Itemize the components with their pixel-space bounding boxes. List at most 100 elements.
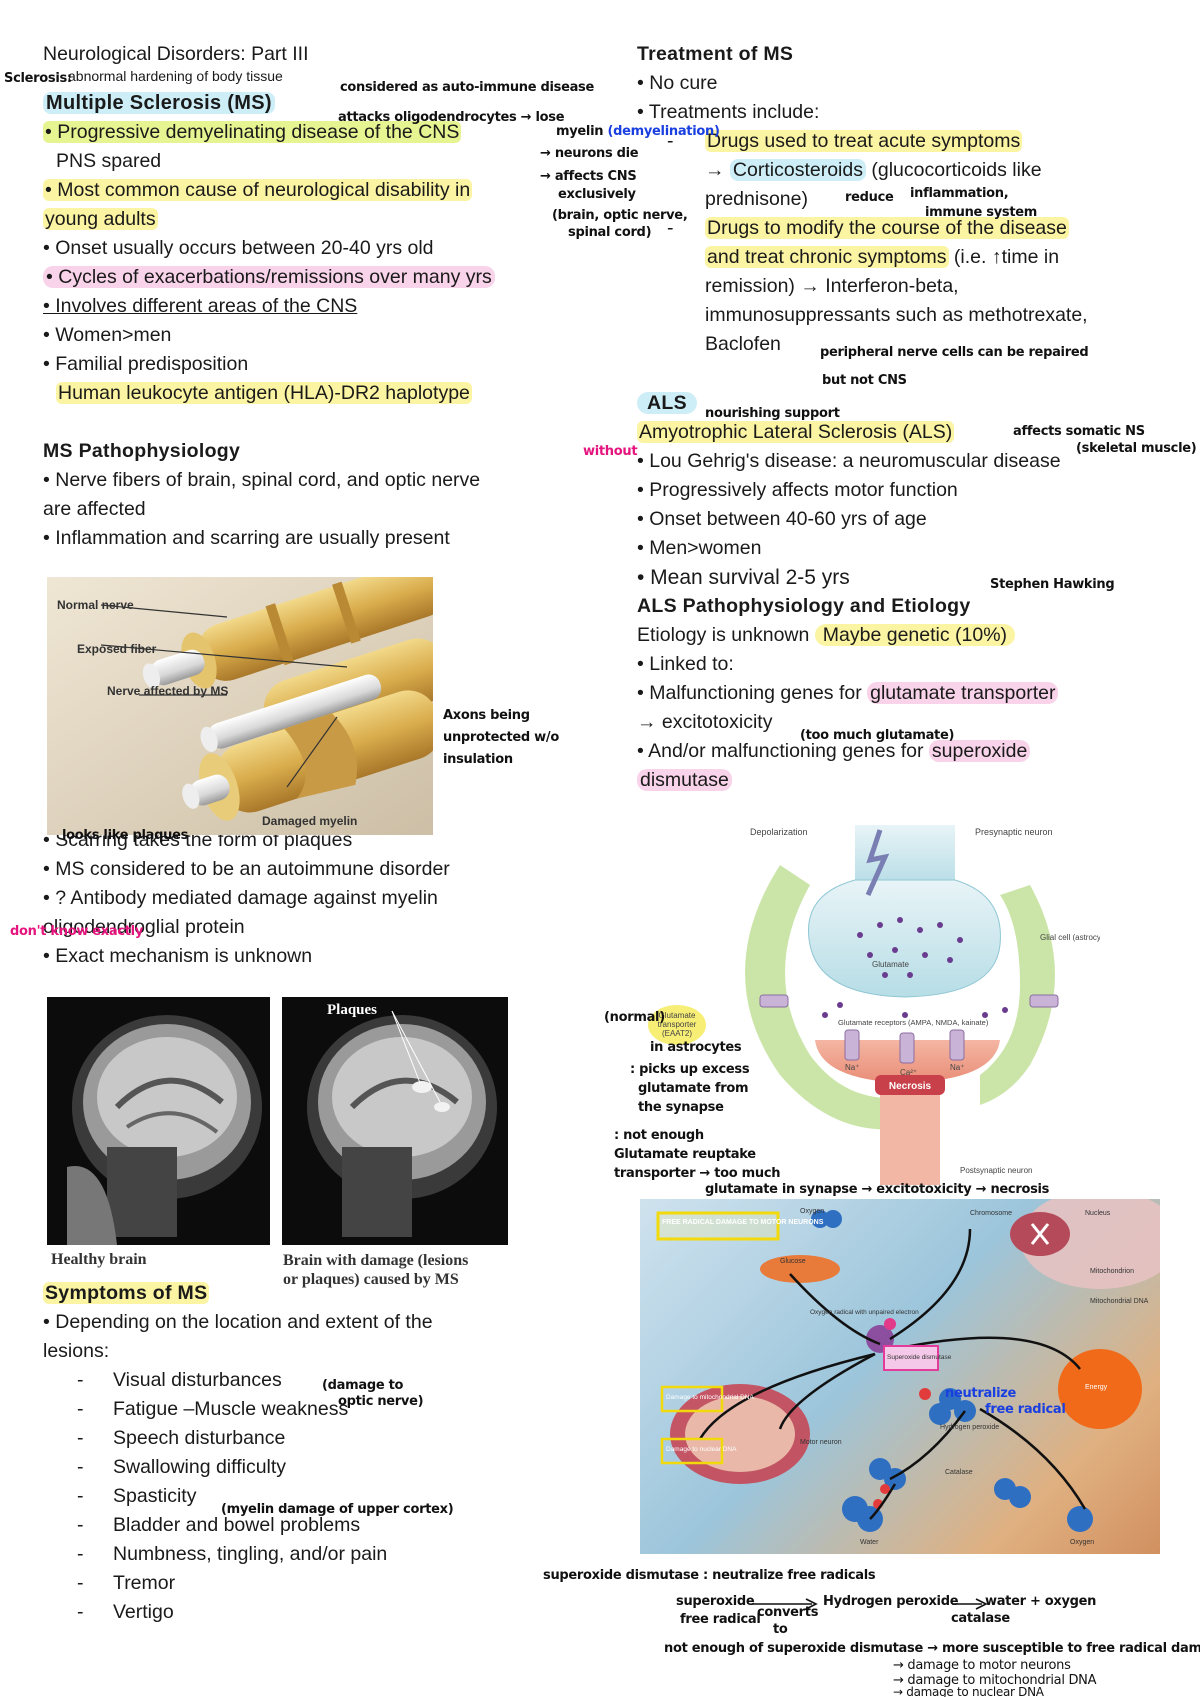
note-neutralize: neutralize xyxy=(945,1386,1017,1401)
fr-sod-label: Superoxide dismutase xyxy=(887,1354,952,1361)
note-normal: (normal) xyxy=(604,1010,665,1025)
receptors-label: Glutamate receptors (AMPA, NMDA, kainate… xyxy=(838,1018,989,1027)
note-axons: Axons being xyxy=(443,708,530,723)
note-autoimmune: considered as auto-immune disease xyxy=(340,80,595,95)
fr-water: Water xyxy=(860,1539,879,1546)
note-sod-neutralize: superoxide dismutase : neutralize free r… xyxy=(543,1568,876,1583)
ms-bullet-1: • Progressive demyelinating disease of t… xyxy=(43,121,462,143)
ms-bullet-4: • Onset usually occurs between 20-40 yrs… xyxy=(43,237,434,259)
symptom-item: -Vertigo xyxy=(77,1601,174,1623)
note-neurons-die: → neurons die xyxy=(540,146,639,161)
note-immune: immune system xyxy=(925,205,1038,220)
sclerosis-definition: abnormal hardening of body tissue xyxy=(68,68,283,84)
fr-nucleus: Nucleus xyxy=(1085,1210,1111,1217)
fr-box-title: FREE RADICAL DAMAGE TO MOTOR NEURONS xyxy=(662,1219,824,1226)
als-heading: ALS xyxy=(637,392,697,414)
doc-title: Neurological Disorders: Part III xyxy=(43,43,309,65)
depolarization-label: Depolarization xyxy=(750,827,808,837)
als-patho-heading: ALS Pathophysiology and Etiology xyxy=(637,595,971,617)
note-myelin-damage: (myelin damage of upper cortex) xyxy=(221,1502,454,1517)
ca-label: Ca²⁺ xyxy=(900,1068,917,1077)
note-dmg-mito: → damage to mitochondrial DNA xyxy=(893,1673,1097,1688)
note-not-enough-4: glutamate in synapse → excitotoxicity → … xyxy=(705,1182,1050,1197)
als-bullet-4: • Men>women xyxy=(637,537,762,559)
note-picks-2: glutamate from xyxy=(638,1081,749,1096)
note-picks-3: the synapse xyxy=(638,1100,724,1115)
patho2-bullet-2: • MS considered to be an autoimmune diso… xyxy=(43,858,450,880)
note-peripheral: peripheral nerve cells can be repaired xyxy=(820,345,1089,360)
ms-bullet-8: • Familial predisposition xyxy=(43,353,249,375)
free-radical-svg: FREE RADICAL DAMAGE TO MOTOR NEURONS Sup… xyxy=(656,1199,1160,1546)
fr-oxygen-2: Oxygen xyxy=(1070,1539,1094,1546)
superoxide: superoxide xyxy=(928,740,1031,762)
symptoms-heading: Symptoms of MS xyxy=(43,1282,210,1304)
mri-caption-damaged: Brain with damage (lesions or plaques) c… xyxy=(283,1252,469,1288)
treatments-include: • Treatments include: xyxy=(637,101,820,123)
patho-bullet-1: • Nerve fibers of brain, spinal cord, an… xyxy=(43,469,481,491)
glutamate-transporter: glutamate transporter xyxy=(867,682,1059,704)
right-column: Treatment of MS • No cure • Treatments i… xyxy=(637,40,1157,795)
note-exclusively: exclusively xyxy=(558,187,636,202)
nerve-affected-label: Nerve affected by MS xyxy=(107,684,228,698)
synapse-svg: Necrosis Depolarization Presynaptic neur… xyxy=(745,825,1100,1185)
ms-bullet-2: PNS spared xyxy=(56,150,162,172)
mri-caption-healthy: Healthy brain xyxy=(51,1251,147,1268)
symptom-item: -Spasticity xyxy=(77,1485,197,1507)
glutamate-label: Glutamate xyxy=(872,960,909,969)
note-superoxide-2: free radical xyxy=(680,1612,761,1627)
note-somatic: affects somatic NS xyxy=(1013,424,1145,439)
corticosteroids: Corticosteroids xyxy=(729,159,866,181)
note-inflammation: inflammation, xyxy=(910,186,1009,201)
als-bullet-1: • Lou Gehrig's disease: a neuromuscular … xyxy=(637,450,1061,472)
mri-damaged-image: Plaques xyxy=(282,997,508,1245)
symptoms-intro-2: lesions: xyxy=(43,1340,110,1362)
na-label-1: Na⁺ xyxy=(845,1063,859,1072)
note-brain-optic: (brain, optic nerve, xyxy=(552,208,688,223)
patho-bullet-2: • Inflammation and scarring are usually … xyxy=(43,527,450,549)
note-not-enough-3: transporter → too much xyxy=(614,1166,781,1181)
symptom-item: -Bladder and bowel problems xyxy=(77,1514,361,1536)
note-not-enough-2: Glutamate reuptake xyxy=(614,1147,756,1162)
ms-bullet-3: • Most common cause of neurological disa… xyxy=(43,179,473,201)
note-spinal: spinal cord) xyxy=(568,225,652,240)
note-unprotected: unprotected w/o xyxy=(443,730,559,745)
note-damage-optic-1: (damage to xyxy=(322,1378,404,1393)
excitotoxicity: → excitotoxicity xyxy=(637,711,773,733)
note-free-radical: free radical xyxy=(985,1402,1066,1417)
treatment-heading: Treatment of MS xyxy=(637,43,794,65)
note-in-astrocytes: in astrocytes xyxy=(650,1040,742,1055)
presynaptic-label: Presynaptic neuron xyxy=(975,827,1053,837)
exposed-fiber-label: Exposed fiber xyxy=(77,642,157,656)
note-sclerosis: Sclerosis: xyxy=(4,71,72,86)
acute-drugs: Drugs used to treat acute symptoms xyxy=(705,130,1023,152)
note-catalase: catalase xyxy=(951,1611,1010,1626)
modify-drugs-5: Baclofen xyxy=(705,333,781,355)
fr-dmg-mito: Damage to mitochondrial DNA xyxy=(666,1394,754,1401)
fr-mitochondrion: Mitochondrion xyxy=(1090,1268,1134,1275)
convert-arrow xyxy=(752,1598,818,1610)
note-reduce: reduce xyxy=(845,190,894,205)
patho2-bullet-3b: oligodendroglial protein xyxy=(43,916,245,938)
catalase-arrow xyxy=(952,1598,988,1610)
note-converts: converts xyxy=(757,1605,819,1620)
modify-drugs-3: remission) → Interferon-beta, xyxy=(705,275,959,297)
als-full-name: Amyotrophic Lateral Sclerosis (ALS) xyxy=(637,421,955,443)
plaques-label: Plaques xyxy=(327,1002,377,1018)
note-affects-cns: → affects CNS xyxy=(540,169,637,184)
mri-healthy-svg xyxy=(67,1015,262,1245)
symptom-item: -Fatigue –Muscle weakness xyxy=(77,1398,349,1420)
note-looks-like: looks like plaques xyxy=(62,828,189,843)
glial-label: Glial cell (astrocyte) xyxy=(1040,933,1100,942)
ms-bullet-7: • Women>men xyxy=(43,324,172,346)
note-damage-optic-2: optic nerve) xyxy=(338,1394,424,1409)
note-insulation: insulation xyxy=(443,752,513,767)
als-bullet-5: • Mean survival 2-5 yrs xyxy=(637,566,850,589)
fr-oxygen: Oxygen xyxy=(800,1208,824,1215)
nerve-figure: Normal nerve Exposed fiber Nerve affecte… xyxy=(47,577,433,835)
modify-drugs-2: and treat chronic symptoms xyxy=(705,246,949,268)
modify-drugs-1: Drugs to modify the course of the diseas… xyxy=(705,217,1069,239)
fr-glucose: Glucose xyxy=(780,1258,806,1265)
ms-bullet-6: • Involves different areas of the CNS xyxy=(43,295,358,317)
no-cure: • No cure xyxy=(637,72,718,94)
fr-mito-dna: Mitochondrial DNA xyxy=(1090,1298,1149,1305)
